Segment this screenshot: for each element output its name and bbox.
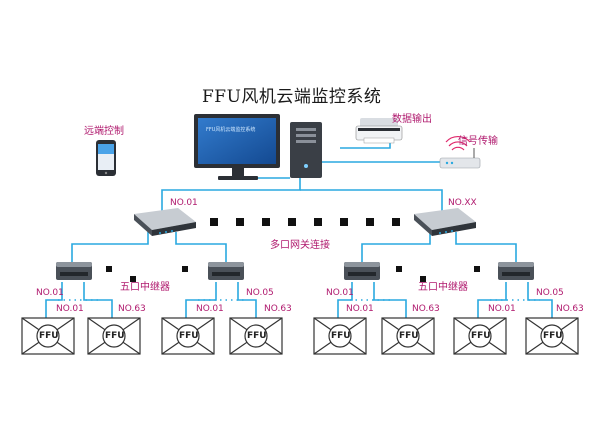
separator-dots [106,218,480,282]
ffu-box-7 [453,317,507,355]
ffu-label-5: FFU [331,331,351,341]
relay-label-left: 五口中继器 [120,282,170,293]
unit-port-label-6: NO.63 [412,304,440,314]
ffu-box-6 [381,317,435,355]
ffu-box-3 [161,317,215,355]
relay-port-label-2: NO.05 [246,288,274,298]
ffu-box-4 [229,317,283,355]
ffu-label-3: FFU [179,331,199,341]
unit-port-label-7: NO.01 [488,304,516,314]
link-relay-3-ffu-a [337,282,353,318]
link-server-gateway-left [161,178,301,212]
signal-transmission-label: 信号传输 [458,136,498,147]
ffu-label-1: FFU [39,331,59,341]
relay-icon-1 [56,262,92,280]
gateway-right-port-label: NO.XX [448,198,477,208]
wifi-signal-icon [445,136,471,151]
ffu-box-2 [87,317,141,355]
remote-control-label: 远端控制 [84,126,124,137]
unit-port-label-4: NO.63 [264,304,292,314]
ffu-label-2: FFU [105,331,125,341]
gateway-left-port-label: NO.01 [170,198,198,208]
ffu-box-5 [313,317,367,355]
link-gateway-right-relay-2 [455,232,517,262]
unit-port-label-5: NO.01 [346,304,374,314]
relay-port-label-4: NO.05 [536,288,564,298]
router-icon [439,148,481,169]
phone-icon [96,140,116,176]
link-relay-4-ffu-a [477,282,507,318]
data-output-label: 数据输出 [392,114,432,125]
relay-port-label-3: NO.01 [326,288,354,298]
link-gateway-right-relay-1 [361,232,431,262]
ffu-boxes [21,317,579,355]
ffu-label-8: FFU [543,331,563,341]
page-title: FFU风机云端监控系统 [202,87,382,107]
ffu-label-4: FFU [247,331,267,341]
ffu-box-8 [525,317,579,355]
gateway-right-icon [414,208,476,236]
unit-port-label-1: NO.01 [56,304,84,314]
unit-port-label-2: NO.63 [118,304,146,314]
ffu-label-6: FFU [399,331,419,341]
relay-icon-4 [498,262,534,280]
link-gateway-left-relay-2 [175,232,227,262]
server-tower-icon [290,122,322,178]
gateway-left-icon [134,208,196,236]
link-relay-2-ffu-b [237,282,257,318]
link-server-gateway-right [300,189,443,212]
link-gateway-left-relay-1 [71,232,149,262]
relay-label-right: 五口中继器 [418,282,468,293]
monitor-icon [194,114,280,180]
screen-caption: FFU风机云端监控系统 [206,127,256,133]
multi-gateway-label: 多口网关连接 [270,240,330,251]
relay-icon-2 [208,262,244,280]
ffu-label-7: FFU [471,331,491,341]
link-relay-2-ffu-a [185,282,217,318]
unit-port-label-8: NO.63 [556,304,584,314]
relay-icon-3 [344,262,380,280]
unit-port-label-3: NO.01 [196,304,224,314]
link-relay-1-ffu-a [45,282,63,318]
printer-icon [355,118,403,144]
relay-port-label-1: NO.01 [36,288,64,298]
ffu-box-1 [21,317,75,355]
